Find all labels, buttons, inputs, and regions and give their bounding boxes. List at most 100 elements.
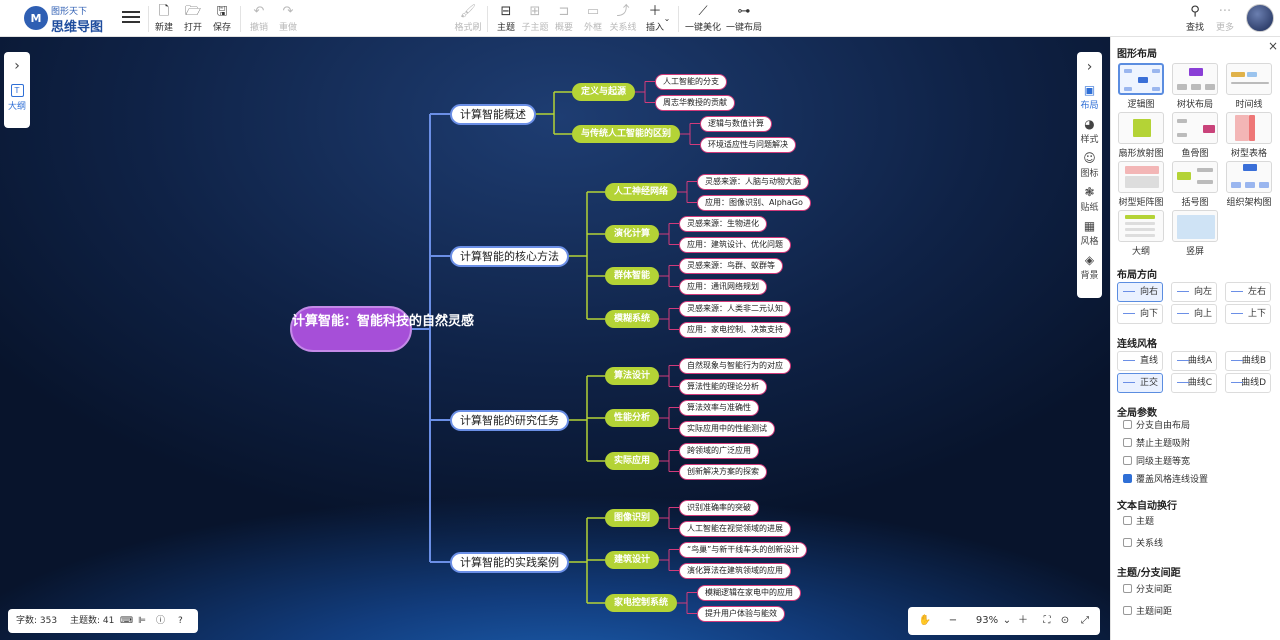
checkbox-option[interactable]: 分支间距 (1123, 584, 1172, 596)
layout-option[interactable]: 竖屏 (1171, 210, 1219, 257)
leaf-topic[interactable]: 识别准确率的突破 (679, 499, 759, 516)
sidebar-item-sticker[interactable]: ❃ 贴纸 (1077, 184, 1102, 218)
direction-option[interactable]: 向左 (1171, 282, 1217, 302)
checkbox-option[interactable]: 覆盖风格连线设置 (1123, 474, 1208, 486)
info-icon[interactable]: ⓘ (156, 616, 166, 626)
topic-button[interactable]: ⊟ 主题 (491, 3, 521, 35)
leaf-topic[interactable]: 应用：建筑设计、优化问题 (679, 236, 791, 253)
redo-button[interactable]: ↷ 重做 (273, 3, 303, 35)
layout-option[interactable]: 大纲 (1117, 210, 1165, 257)
subtopic[interactable]: 算法设计 (605, 367, 660, 385)
format-painter-button[interactable]: 🖌 格式刷 (453, 3, 483, 35)
line-style-option[interactable]: 正交 (1117, 373, 1163, 393)
center-icon[interactable]: ⊙ (1060, 615, 1070, 626)
mindmap-canvas[interactable]: 计算智能：智能科技的自然灵感计算智能概述定义与起源人工智能的分支周志华教授的贡献… (0, 37, 1110, 640)
beautify-button[interactable]: ⟋ 一键美化 (684, 3, 722, 35)
line-style-option[interactable]: 曲线C (1171, 373, 1217, 393)
open-button[interactable]: 🗁 打开 (178, 3, 208, 35)
layout-option[interactable]: 组织架构图 (1225, 161, 1273, 208)
leaf-topic[interactable]: 应用：通讯网络规划 (679, 278, 767, 295)
layout-option[interactable]: 树型表格 (1225, 112, 1273, 159)
leaf-topic[interactable]: 逻辑与数值计算 (700, 115, 772, 132)
checkbox-option[interactable]: 分支自由布局 (1123, 420, 1190, 432)
zoom-in-icon[interactable]: ＋ (1018, 615, 1028, 626)
leaf-topic[interactable]: 跨领域的广泛应用 (679, 442, 759, 459)
checkbox-option[interactable]: 禁止主题吸附 (1123, 438, 1190, 450)
checkbox-icon[interactable] (1123, 516, 1132, 525)
checkbox-option[interactable]: 关系线 (1123, 538, 1163, 550)
subtopic[interactable]: 家电控制系统 (605, 594, 678, 612)
more-button[interactable]: ··· 更多 (1210, 3, 1240, 35)
hamburger-menu-icon[interactable] (122, 8, 140, 24)
leaf-topic[interactable]: 灵感来源：人类非二元认知 (679, 300, 791, 317)
main-topic[interactable]: 计算智能的实践案例 (450, 552, 569, 573)
subtopic[interactable]: 演化计算 (605, 225, 660, 243)
main-topic[interactable]: 计算智能的核心方法 (450, 246, 569, 267)
leaf-topic[interactable]: 算法效率与准确性 (679, 399, 759, 416)
subtopic[interactable]: 建筑设计 (605, 551, 660, 569)
subtopic[interactable]: 图像识别 (605, 509, 660, 527)
search-button[interactable]: ⚲ 查找 (1180, 3, 1210, 35)
keyboard-icon[interactable]: ⌨ (120, 616, 133, 626)
subtopic[interactable]: 性能分析 (605, 409, 660, 427)
sidebar-item-background[interactable]: ◈ 背景 (1077, 252, 1102, 286)
direction-option[interactable]: 左右 (1225, 282, 1271, 302)
save-button[interactable]: 🖫 保存 (207, 3, 237, 35)
leaf-topic[interactable]: 演化算法在建筑领域的应用 (679, 562, 791, 579)
outer-frame-button[interactable]: ▭ 外框 (578, 3, 608, 35)
main-topic[interactable]: 计算智能的研究任务 (450, 410, 569, 431)
close-panel-icon[interactable]: × (1268, 39, 1279, 53)
leaf-topic[interactable]: 模糊逻辑在家电中的应用 (697, 584, 801, 601)
layout-option[interactable]: 树状布局 (1171, 63, 1219, 110)
fullscreen-icon[interactable]: ⤢ (1081, 615, 1089, 626)
checkbox-icon[interactable] (1123, 420, 1132, 429)
app-logo[interactable]: M 图形天下 思维导图 (24, 4, 104, 35)
main-topic[interactable]: 计算智能概述 (450, 104, 536, 125)
leaf-topic[interactable]: 人工智能在视觉领域的进展 (679, 520, 791, 537)
subtopic[interactable]: 定义与起源 (572, 83, 636, 101)
zoom-dropdown-icon[interactable]: ⌄ (1002, 615, 1012, 626)
zoom-out-icon[interactable]: − (948, 615, 958, 626)
checkbox-icon[interactable] (1123, 438, 1132, 447)
outline-icon[interactable]: T (10, 84, 24, 97)
subtopic[interactable]: 群体智能 (605, 267, 660, 285)
line-style-option[interactable]: 曲线B (1225, 351, 1271, 371)
checkbox-option[interactable]: 主题 (1123, 516, 1154, 528)
auto-layout-button[interactable]: ⊶ 一键布局 (725, 3, 763, 35)
layout-option[interactable]: 逻辑图 (1117, 63, 1165, 110)
leaf-topic[interactable]: 自然现象与智能行为的对应 (679, 357, 791, 374)
sidebar-item-layout[interactable]: ▣ 布局 (1077, 82, 1102, 116)
layout-option[interactable]: 树型矩阵图 (1117, 161, 1165, 208)
direction-option[interactable]: 上下 (1225, 304, 1271, 324)
direction-option[interactable]: 向上 (1171, 304, 1217, 324)
subtopic[interactable]: 人工神经网络 (605, 183, 678, 201)
collapse-right-icon[interactable]: › (1086, 59, 1093, 75)
checkbox-icon[interactable] (1123, 456, 1132, 465)
leaf-topic[interactable]: 实际应用中的性能测试 (679, 420, 775, 437)
insert-button[interactable]: ＋ 插入 (640, 3, 670, 35)
new-button[interactable]: 🗋 新建 (149, 3, 179, 35)
leaf-topic[interactable]: 提升用户体验与能效 (697, 605, 785, 622)
subtopic[interactable]: 模糊系统 (605, 310, 660, 328)
line-style-option[interactable]: 直线 (1117, 351, 1163, 371)
subtopic-button[interactable]: ⊞ 子主题 (520, 3, 550, 35)
checkbox-checked-icon[interactable] (1123, 474, 1132, 483)
leaf-topic[interactable]: 周志华教授的贡献 (655, 94, 735, 111)
insert-dropdown[interactable]: ⌄ (662, 3, 672, 35)
leaf-topic[interactable]: “鸟巢”与新干线车头的创新设计 (679, 541, 808, 558)
sidebar-item-theme[interactable]: ▦ 风格 (1077, 218, 1102, 252)
checkbox-icon[interactable] (1123, 584, 1132, 593)
sidebar-item-icon[interactable]: ☺ 图标 (1077, 150, 1102, 184)
outline-label[interactable]: 大纲 (7, 102, 26, 112)
relation-button[interactable]: ⤴ 关系线 (608, 3, 638, 35)
leaf-topic[interactable]: 创新解决方案的探索 (679, 463, 767, 480)
root-topic[interactable]: 计算智能：智能科技的自然灵感 (290, 306, 474, 352)
hand-pan-icon[interactable]: ✋ (918, 615, 932, 626)
checkbox-option[interactable]: 主题间距 (1123, 606, 1172, 618)
undo-button[interactable]: ↶ 撤销 (244, 3, 274, 35)
leaf-topic[interactable]: 环境适应性与问题解决 (700, 136, 796, 153)
leaf-topic[interactable]: 应用：家电控制、决策支持 (679, 321, 791, 338)
zoom-level[interactable]: 93% (975, 615, 999, 626)
leaf-topic[interactable]: 算法性能的理论分析 (679, 378, 767, 395)
layout-option[interactable]: 括号图 (1171, 161, 1219, 208)
